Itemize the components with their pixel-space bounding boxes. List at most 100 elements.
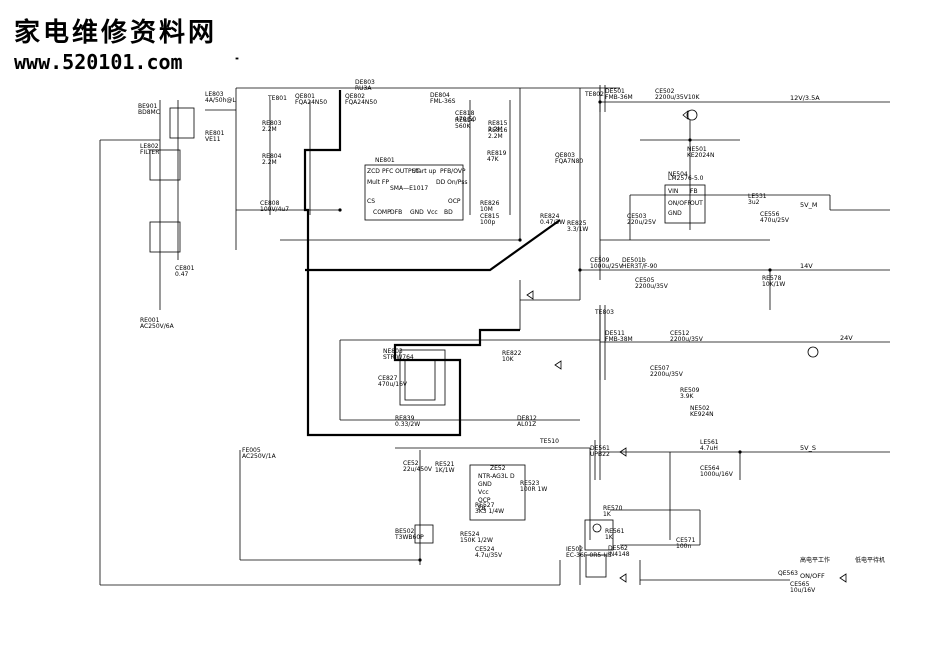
component-value: 3K3 1/4W: [475, 508, 504, 515]
component-ref: RE561: [605, 528, 625, 535]
component-value: 4.7uH: [700, 445, 718, 452]
component-value: 470/50: [455, 116, 476, 123]
component-value: 3.9K: [680, 393, 695, 400]
watermark-title: 家电维修资料网: [14, 18, 218, 48]
ic-pfc-pin: DD On/Pss: [436, 179, 467, 186]
output-label-14v: 14V: [800, 262, 813, 270]
component-ref: RE527: [475, 502, 495, 509]
component-value: FQA24N50: [295, 99, 327, 106]
component-value: 0.47: [175, 271, 189, 278]
output-label-5v-m: 5V_M: [800, 201, 817, 209]
component-ref: CE565: [790, 581, 810, 588]
component-ref: QE802: [345, 93, 365, 100]
component-ref: RE804: [262, 153, 282, 160]
component-value: 4.7u/35V: [475, 552, 503, 559]
output-label-on-off: ON/OFF: [800, 572, 825, 580]
component-ref: CE509: [590, 257, 610, 264]
component-ref: BE901: [138, 103, 158, 110]
component-value: 560K: [455, 123, 471, 130]
ic-regulator-name: LM2576-5.0: [668, 175, 704, 182]
component-value: T3WB60P: [394, 534, 424, 541]
component-ref: RE826: [480, 200, 500, 207]
component-ref: RE816: [488, 127, 508, 134]
component-ref: RE822: [502, 350, 522, 357]
ic-pfc-pin: PFC OUTPUT: [382, 168, 420, 175]
component-value: 1K/1W: [435, 467, 455, 474]
component-value: 1000u/25V: [590, 263, 624, 270]
component-ref: NE501: [687, 146, 707, 153]
component-ref: CE507: [650, 365, 670, 372]
component-value: KE2024N: [687, 152, 714, 159]
watermark-url: www.520101.com: [14, 50, 183, 74]
component-ref: CE503: [627, 213, 647, 220]
component-value: 2.2M: [488, 126, 503, 133]
ic-regulator-pin: ON/OFF: [668, 200, 691, 207]
component-value: FQA24N50: [345, 99, 377, 106]
component-value: 1000u/16V: [700, 471, 734, 478]
component-value: AC250V/1A: [242, 453, 277, 460]
component-value: HER3T/F-90: [622, 263, 657, 270]
component-ref: DE812: [517, 415, 537, 422]
component-value: 10K/1W: [762, 281, 785, 288]
component-ref: RE839: [395, 415, 415, 422]
ic-regulator-pin: GND: [668, 210, 682, 217]
component-value: KE924N: [690, 411, 714, 418]
component-value: 47K: [487, 156, 500, 163]
component-value: 2.2M: [262, 159, 277, 166]
component-ref: CE52: [403, 460, 419, 467]
ic-pfc-name: SMA—E1017: [390, 185, 428, 192]
ic-pfc-pin: Mult FP: [367, 179, 389, 186]
component-ref: RE814: [455, 117, 475, 124]
component-value: 150K 1/2W: [460, 537, 493, 544]
component-ref: TE801: [267, 95, 287, 102]
ic-pfc-pin: BD: [444, 209, 453, 216]
component-value: 100R 1W: [520, 486, 547, 493]
component-ref: DE804: [430, 92, 450, 99]
ic-standby-pin: NTR-AG3L: [478, 473, 509, 480]
ic-regulator-ref: NE504: [668, 171, 688, 178]
component-ref: LE802: [140, 143, 159, 150]
component-ref: CE801: [175, 265, 195, 272]
component-value: VE11: [205, 136, 221, 143]
ic-standby-pin: Vcc: [478, 489, 489, 496]
component-ref: IE502: [566, 546, 583, 553]
ic-pfc-pin: COMP: [373, 209, 391, 216]
component-value: 2200u/35V: [650, 371, 684, 378]
component-ref: CE818: [455, 110, 475, 117]
output-label-5v-s: 5V_S: [800, 444, 816, 452]
component-value: AL01Z: [517, 421, 536, 428]
component-value: 2200u/35V10K: [655, 94, 700, 101]
component-ref: RE803: [262, 120, 282, 127]
component-ref: RE570: [603, 505, 623, 512]
component-ref: DE511: [605, 330, 625, 337]
output-label-12v: 12V/3.5A: [790, 94, 820, 102]
component-value: 2200u/35V: [670, 336, 704, 343]
component-ref: DE561: [590, 445, 610, 452]
component-ref: DE501: [605, 88, 625, 95]
component-value: FILTER: [140, 149, 159, 156]
component-value: 2.2M: [488, 133, 503, 140]
component-ref: FE005: [242, 447, 261, 454]
ic-standby-pin: FB: [478, 505, 486, 512]
component-value: FQA7N80: [555, 158, 583, 165]
ic-pfc-pin: OCP: [448, 198, 461, 205]
component-ref: NE803: [383, 348, 403, 355]
component-ref: NE502: [690, 405, 710, 412]
note-low-level: 低电平待机: [855, 556, 885, 564]
component-value: EC-36F-0R5-HS: [566, 552, 612, 559]
component-value: 10M: [480, 206, 493, 213]
ic-regulator-pin: FB: [690, 188, 698, 195]
component-ref: BE502: [395, 528, 415, 535]
component-ref: CE827: [378, 375, 398, 382]
component-ref: TE803: [594, 309, 614, 316]
component-value: FMB-36M: [605, 94, 633, 101]
component-value: 1K: [605, 534, 614, 541]
component-value: 4A/50h@L: [205, 97, 236, 104]
ic-standby-pin: GND: [478, 481, 492, 488]
component-value: 0.47/3W: [540, 219, 565, 226]
component-value: 10u/16V: [790, 587, 816, 594]
component-ref: RE001: [140, 317, 160, 324]
component-ref: CE564: [700, 465, 720, 472]
component-value: 3u2: [748, 199, 760, 206]
component-ref: RE578: [762, 275, 782, 282]
